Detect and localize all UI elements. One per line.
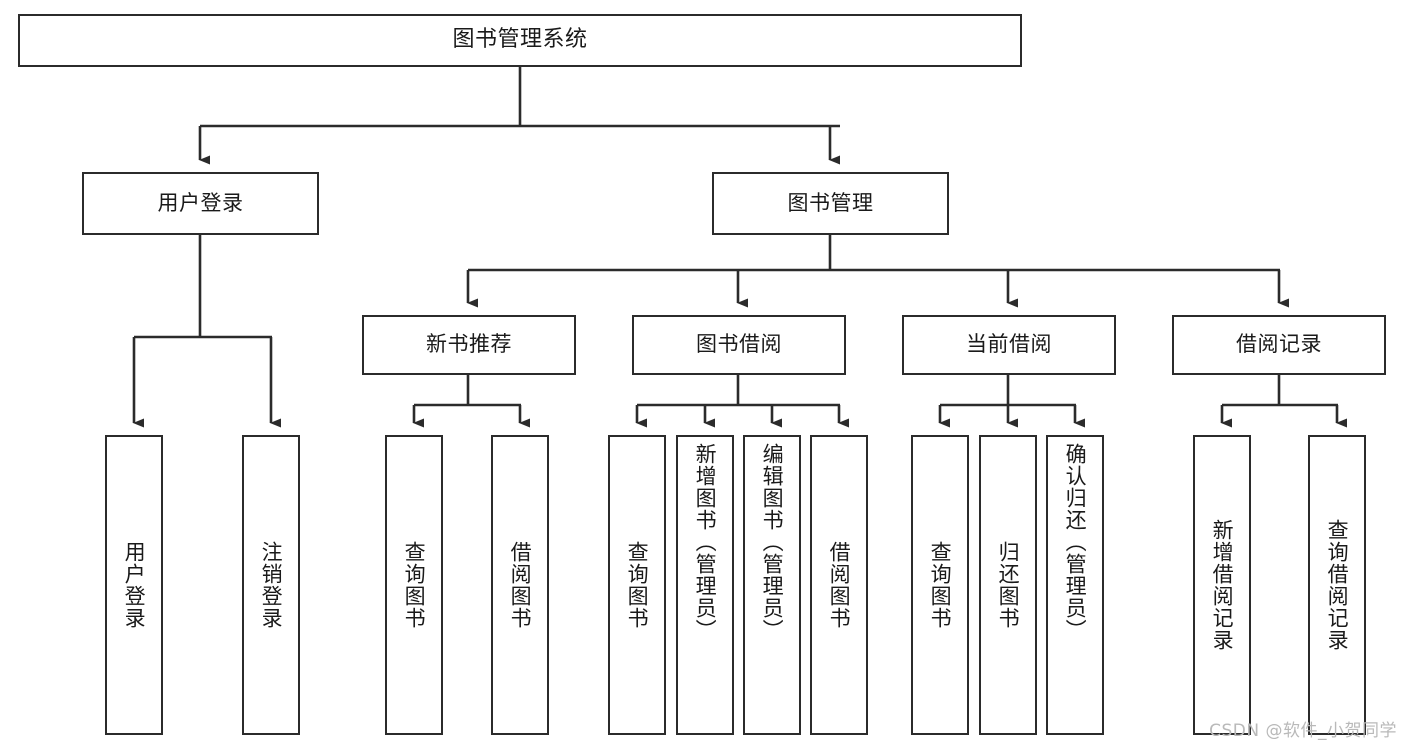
leaf-record-add-borrow-record[interactable]: 新增借阅记录 bbox=[1193, 435, 1251, 735]
leaf-current-confirm-return-admin[interactable]: 确认归还（管理员） bbox=[1046, 435, 1104, 735]
leaf-borrow-edit-book-admin[interactable]: 编辑图书（管理员） bbox=[743, 435, 801, 735]
leaf-borrow-add-book-admin[interactable]: 新增图书（管理员） bbox=[676, 435, 734, 735]
leaf-label: 编辑图书（管理员） bbox=[760, 443, 785, 641]
leaf-text-wrap: 用户登录 bbox=[107, 437, 161, 733]
node-root-book-management-system[interactable]: 图书管理系统 bbox=[18, 14, 1022, 67]
node-book-borrow[interactable]: 图书借阅 bbox=[632, 315, 846, 375]
leaf-label: 用户登录 bbox=[122, 541, 147, 629]
leaf-new-book-query-book[interactable]: 查询图书 bbox=[385, 435, 443, 735]
leaf-label: 新增借阅记录 bbox=[1210, 519, 1235, 651]
leaf-label: 归还图书 bbox=[996, 541, 1021, 629]
leaf-text-wrap: 查询借阅记录 bbox=[1310, 437, 1364, 733]
leaf-user-login-logout[interactable]: 注销登录 bbox=[242, 435, 300, 735]
leaf-label: 注销登录 bbox=[259, 541, 284, 629]
leaf-record-query-borrow-record[interactable]: 查询借阅记录 bbox=[1308, 435, 1366, 735]
leaf-text-wrap: 编辑图书（管理员） bbox=[745, 437, 799, 733]
leaf-text-wrap: 查询图书 bbox=[610, 437, 664, 733]
leaf-text-wrap: 归还图书 bbox=[981, 437, 1035, 733]
leaf-label: 查询图书 bbox=[402, 541, 427, 629]
node-label: 新书推荐 bbox=[426, 332, 512, 357]
leaf-text-wrap: 确认归还（管理员） bbox=[1048, 437, 1102, 733]
csdn-watermark: CSDN @软件_小贺同学 bbox=[1209, 721, 1397, 741]
leaf-label: 确认归还（管理员） bbox=[1063, 443, 1088, 641]
leaf-borrow-borrow-book[interactable]: 借阅图书 bbox=[810, 435, 868, 735]
node-label: 借阅记录 bbox=[1236, 332, 1322, 357]
leaf-text-wrap: 借阅图书 bbox=[812, 437, 866, 733]
leaf-label: 查询图书 bbox=[625, 541, 650, 629]
leaf-text-wrap: 新增图书（管理员） bbox=[678, 437, 732, 733]
leaf-user-login-login[interactable]: 用户登录 bbox=[105, 435, 163, 735]
leaf-text-wrap: 借阅图书 bbox=[493, 437, 547, 733]
leaf-borrow-query-book[interactable]: 查询图书 bbox=[608, 435, 666, 735]
leaf-text-wrap: 查询图书 bbox=[387, 437, 441, 733]
node-user-login[interactable]: 用户登录 bbox=[82, 172, 319, 235]
leaf-text-wrap: 新增借阅记录 bbox=[1195, 437, 1249, 733]
leaf-label: 借阅图书 bbox=[827, 541, 852, 629]
node-label: 图书管理系统 bbox=[452, 27, 588, 53]
leaf-current-return-book[interactable]: 归还图书 bbox=[979, 435, 1037, 735]
leaf-current-query-book[interactable]: 查询图书 bbox=[911, 435, 969, 735]
node-book-management[interactable]: 图书管理 bbox=[712, 172, 949, 235]
leaf-new-book-borrow-book[interactable]: 借阅图书 bbox=[491, 435, 549, 735]
leaf-label: 查询图书 bbox=[928, 541, 953, 629]
leaf-text-wrap: 注销登录 bbox=[244, 437, 298, 733]
node-current-borrow[interactable]: 当前借阅 bbox=[902, 315, 1116, 375]
node-new-book-recommend[interactable]: 新书推荐 bbox=[362, 315, 576, 375]
node-label: 图书借阅 bbox=[696, 332, 782, 357]
leaf-label: 新增图书（管理员） bbox=[693, 443, 718, 641]
leaf-label: 借阅图书 bbox=[508, 541, 533, 629]
leaf-text-wrap: 查询图书 bbox=[913, 437, 967, 733]
leaf-label: 查询借阅记录 bbox=[1325, 519, 1350, 651]
node-label: 当前借阅 bbox=[966, 332, 1052, 357]
node-borrow-record[interactable]: 借阅记录 bbox=[1172, 315, 1386, 375]
node-label: 用户登录 bbox=[157, 190, 244, 215]
node-label: 图书管理 bbox=[787, 190, 874, 215]
